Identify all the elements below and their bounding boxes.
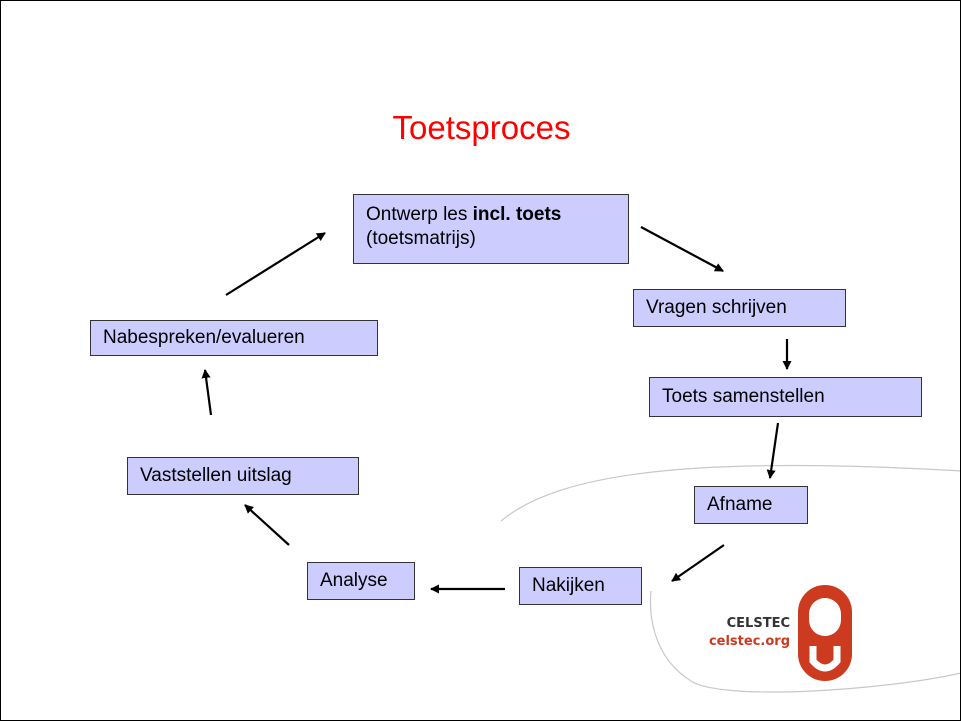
step-ontwerp-subtext: (toetsmatrijs) (366, 228, 476, 249)
arrow-samenstellen-to-afname (766, 422, 780, 479)
arrow-afname-to-nakijken (671, 544, 725, 582)
step-ontwerp-text: Ontwerp les (366, 204, 473, 225)
step-nakijken: Nakijken (519, 567, 642, 605)
arrow-analyse-to-vaststellen (244, 504, 290, 546)
step-ontwerp-bold: incl. toets (472, 204, 562, 225)
logo-name: CELSTEC (726, 616, 790, 631)
step-analyse: Analyse (307, 562, 415, 600)
step-toets-samenstellen: Toets samenstellen (649, 377, 922, 417)
step-vragen-schrijven: Vragen schrijven (633, 289, 846, 327)
step-vaststellen-uitslag: Vaststellen uitslag (127, 457, 359, 495)
step-afname: Afname (694, 486, 808, 524)
arrow-ontwerp-to-vragen (640, 226, 724, 272)
celstec-logo-text: CELSTEC celstec.org (701, 615, 790, 651)
arrow-nabespreken-to-ontwerp (225, 232, 326, 296)
arrow-vaststellen-to-nabespreken (201, 369, 213, 416)
step-ontwerp-les: Ontwerp les incl. toets (toetsmatrijs) (353, 194, 629, 264)
logo-url: celstec.org (708, 634, 790, 649)
step-nabespreken-evalueren: Nabespreken/evalueren (90, 320, 378, 356)
slide-title: Toetsproces (392, 109, 571, 146)
